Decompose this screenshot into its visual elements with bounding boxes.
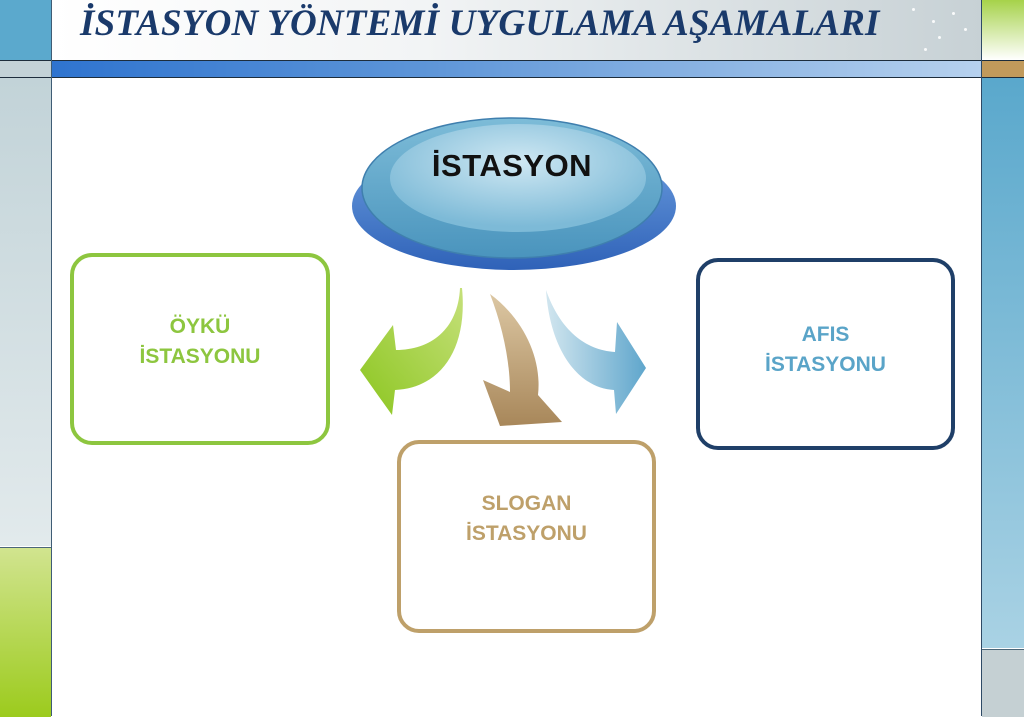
arrows-group [350,280,660,430]
station-oyku: ÖYKÜ İSTASYONU [70,253,330,445]
sparkle-decoration [932,20,935,23]
hub-istasyon: İSTASYON [342,108,682,278]
arrow-to-afis-icon [546,290,646,414]
title-bar [52,0,981,60]
station-afis-line1: AFIS [801,323,850,346]
frame-right-band [982,61,1024,77]
divider-line [0,77,1024,78]
frame-right-middle-block [982,78,1024,648]
station-afis: AFIS İSTASYONU [696,258,955,450]
sparkle-decoration [924,48,927,51]
sparkle-decoration [952,12,955,15]
arrow-to-oyku-icon [360,288,463,415]
frame-right-top-block [982,0,1024,60]
divider-line [0,60,1024,61]
page-title: İSTASYON YÖNTEMİ UYGULAMA AŞAMALARI [80,3,880,44]
arrow-to-slogan-icon [483,294,562,426]
station-slogan-line2: İSTASYONU [466,522,587,545]
frame-right-bottom-block [982,649,1024,717]
station-afis-line2: İSTASYONU [765,353,886,376]
sparkle-decoration [912,8,915,11]
frame-left-middle-block [0,78,51,546]
sparkle-decoration [964,28,967,31]
divider-line [981,0,982,716]
frame-left-top-block [0,0,51,60]
sparkle-decoration [938,36,941,39]
divider-line [51,0,52,716]
frame-left-band [0,61,51,77]
station-oyku-line1: ÖYKÜ [169,315,231,338]
header-gradient-band [52,61,981,77]
station-slogan-line1: SLOGAN [481,492,572,515]
frame-left-bottom-block [0,547,51,717]
hub-label: İSTASYON [431,148,593,183]
hub-disc-icon [352,117,676,270]
station-slogan: SLOGAN İSTASYONU [397,440,656,633]
station-oyku-line2: İSTASYONU [139,345,261,368]
